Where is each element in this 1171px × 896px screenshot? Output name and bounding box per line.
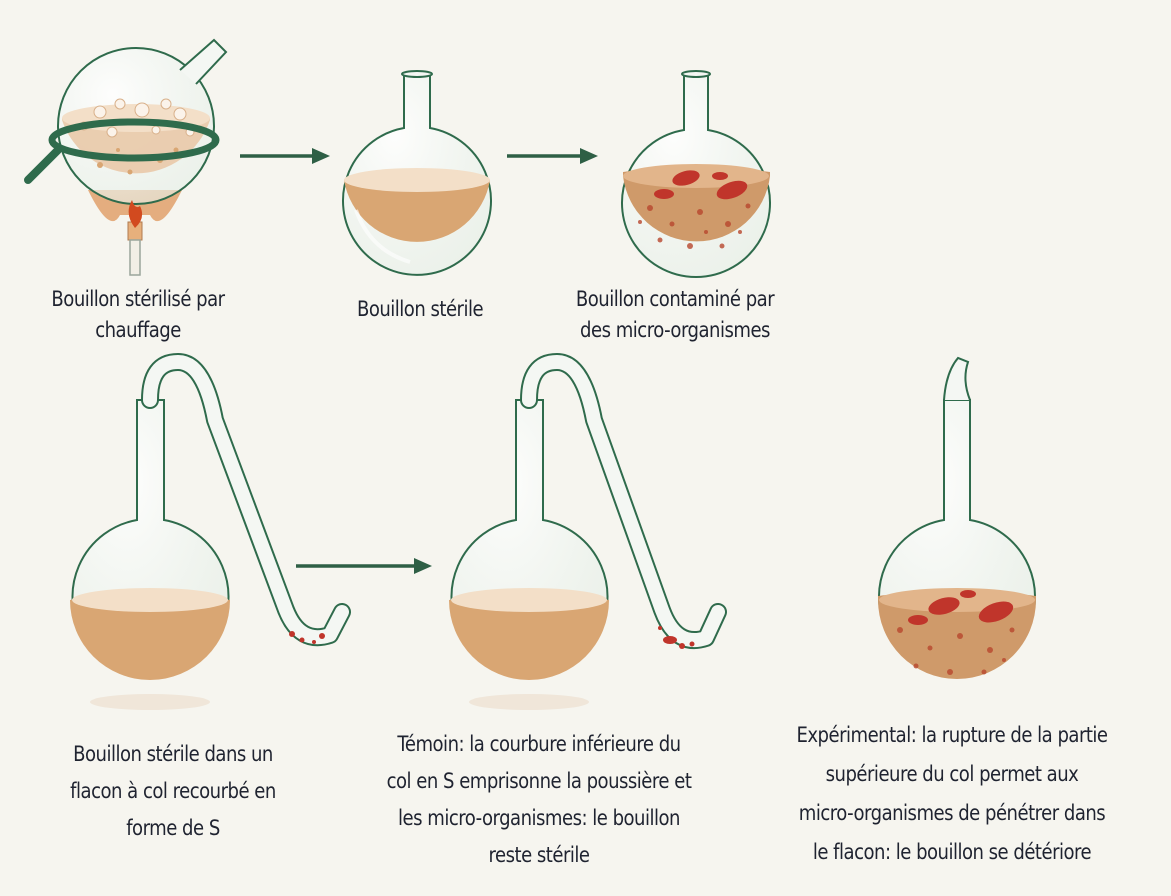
swan-neck-flask-icon [449,353,727,710]
arrow-right-icon [240,148,330,164]
round-flask-icon [621,70,771,279]
flame-icon [128,200,143,228]
arrow-right-icon [507,148,598,164]
swan-neck-flask-icon [70,353,351,710]
heating-flask-icon [24,38,228,276]
microbe-icon [908,590,1014,625]
broken-neck-flask-icon [878,356,1036,679]
microbe-icon [654,170,748,200]
round-flask-icon [342,70,492,276]
caption-sterile: Bouillon stérile [356,297,484,321]
arrow-right-icon [296,558,432,574]
